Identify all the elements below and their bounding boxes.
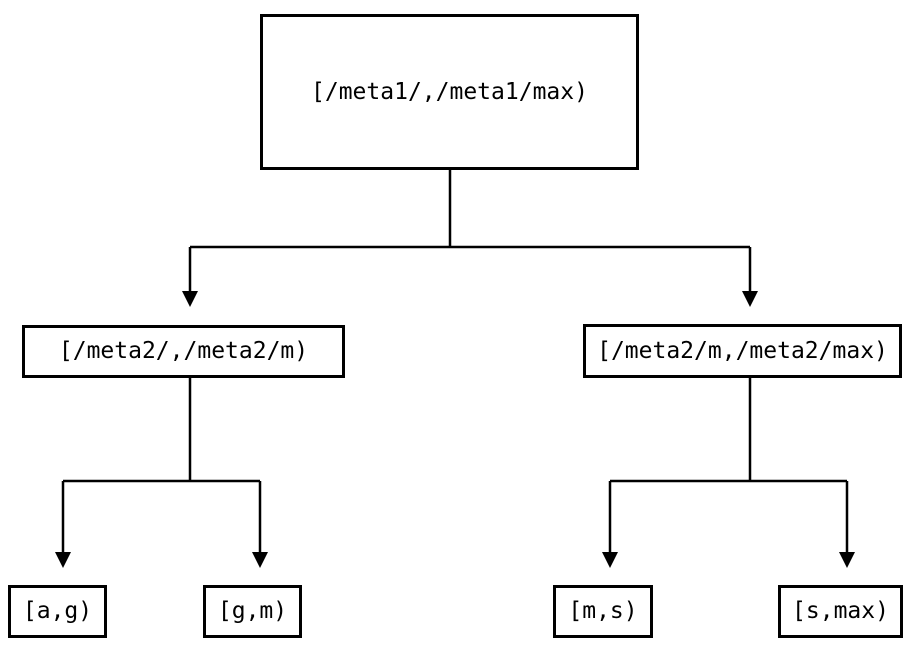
node-meta2-left-label: [/meta2/,/meta2/m) — [58, 338, 309, 364]
node-leaf-gm-label: [g,m) — [217, 598, 288, 624]
arrowhead-down-icon — [602, 552, 618, 568]
node-leaf-smax-label: [s,max) — [792, 598, 889, 624]
node-leaf-ag: [a,g) — [8, 585, 107, 638]
node-meta2-right: [/meta2/m,/meta2/max) — [583, 324, 902, 378]
arrowhead-down-icon — [252, 552, 268, 568]
node-leaf-ag-label: [a,g) — [22, 598, 93, 624]
connector-right-to-leaves — [608, 378, 849, 553]
node-root: [/meta1/,/meta1/max) — [260, 14, 639, 170]
arrowhead-down-icon — [55, 552, 71, 568]
connector-left-to-leaves — [61, 378, 262, 553]
node-meta2-right-label: [/meta2/m,/meta2/max) — [597, 337, 888, 364]
arrowhead-down-icon — [742, 291, 758, 307]
connector-root-to-children — [188, 170, 752, 292]
node-meta2-left: [/meta2/,/meta2/m) — [22, 325, 345, 378]
node-leaf-ms: [m,s) — [553, 585, 653, 638]
node-root-label: [/meta1/,/meta1/max) — [311, 78, 588, 105]
arrowhead-down-icon — [182, 291, 198, 307]
node-leaf-smax: [s,max) — [778, 585, 903, 638]
node-leaf-gm: [g,m) — [203, 585, 302, 638]
node-leaf-ms-label: [m,s) — [568, 598, 638, 624]
arrowhead-down-icon — [839, 552, 855, 568]
